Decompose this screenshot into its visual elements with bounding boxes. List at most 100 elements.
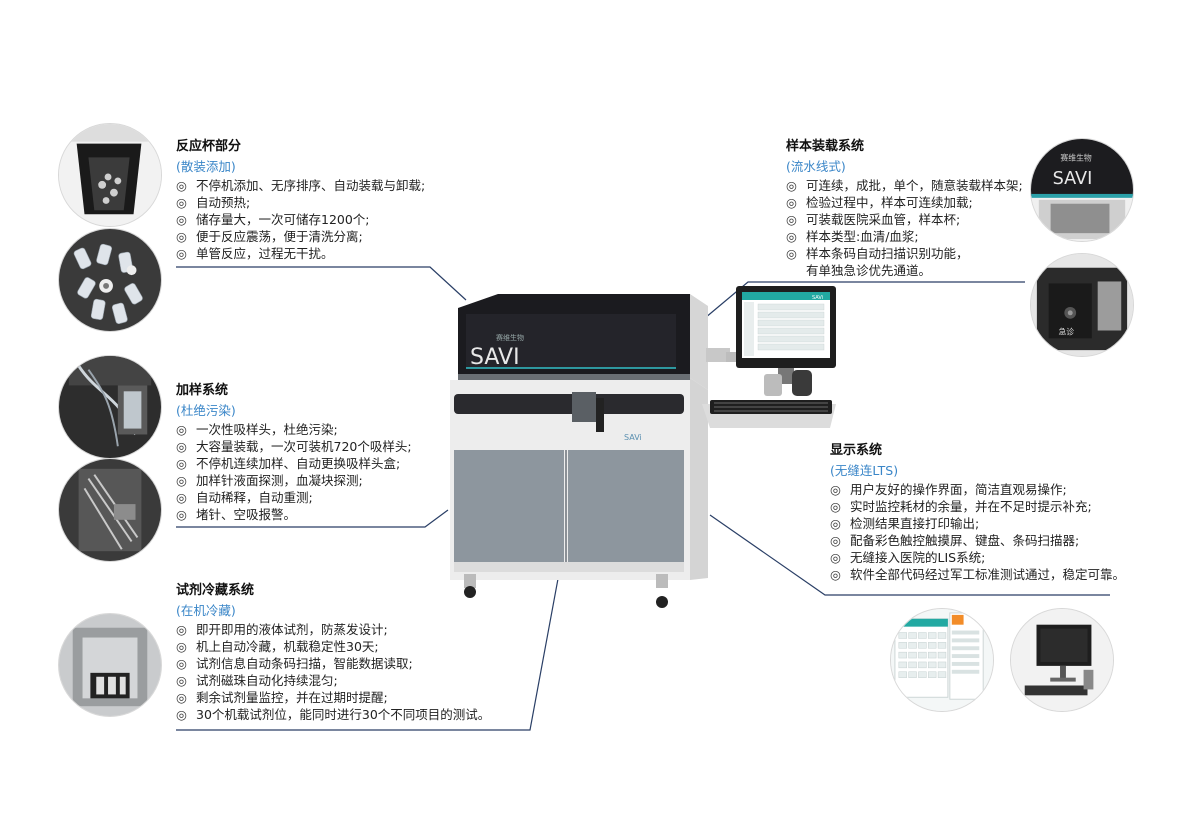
- loader-brand-en: SAVI: [1053, 169, 1093, 189]
- section-sampling: 加样系统 (杜绝污染) ◎一次性吸样头，杜绝污染; ◎大容量装载，一次可装机72…: [176, 382, 412, 523]
- touchscreen-ui-photo: [890, 608, 994, 712]
- bullet-mark: ◎: [176, 178, 187, 193]
- bullet-mark: ◎: [176, 690, 187, 705]
- section-sampling-subtitle: (杜绝污染): [176, 403, 236, 418]
- loader-brand-cn: 赛维生物: [1060, 153, 1091, 163]
- section-display-title: 显示系统: [830, 443, 883, 458]
- section-cuvette-subtitle: (散装添加): [176, 159, 236, 174]
- section-reagent-subtitle: (在机冷藏): [176, 603, 236, 618]
- list-item: ◎试剂磁珠自动化持续混匀;: [176, 673, 338, 688]
- section-cuvette-list: ◎不停机添加、无序排序、自动装载与卸载; ◎自动预热; ◎储存量大，一次可储存1…: [176, 177, 425, 262]
- list-item: ◎自动稀释，自动重测;: [176, 490, 313, 505]
- monitor-keyboard-photo: [1010, 608, 1114, 712]
- list-item: ◎检测结果直接打印输出;: [830, 516, 980, 531]
- list-item: ◎30个机载试剂位，能同时进行30个不同项目的测试。: [176, 707, 491, 722]
- section-display-list: ◎用户友好的操作界面，简洁直观易操作; ◎实时监控耗材的余量，并在不足时提示补充…: [830, 481, 1125, 583]
- urgent-channel-photo: 急诊: [1030, 253, 1134, 357]
- bullet-mark: ◎: [176, 673, 187, 688]
- bullet-mark: ◎: [830, 482, 841, 497]
- list-item: ◎实时监控耗材的余量，并在不足时提示补充;: [830, 499, 1092, 514]
- section-display-subtitle: (无缝连LTS): [830, 463, 899, 478]
- bullet-mark: ◎: [830, 567, 841, 582]
- list-item: ◎加样针液面探测，血凝块探测;: [176, 473, 363, 488]
- bullet-mark: ◎: [830, 499, 841, 514]
- section-sampling-title: 加样系统: [176, 383, 229, 398]
- list-item: ◎试剂信息自动条码扫描，智能数据读取;: [176, 656, 413, 671]
- bullet-mark: ◎: [786, 195, 797, 210]
- bullet-mark: ◎: [176, 707, 187, 722]
- section-loading-list: ◎可连续，成批，单个，随意装载样本架; ◎检验过程中，样本可连续加载; ◎可装载…: [786, 177, 1023, 279]
- list-item: ◎配备彩色触控触摸屏、键盘、条码扫描器;: [830, 533, 1080, 548]
- bullet-mark: ◎: [786, 212, 797, 227]
- callout-reagent: [176, 567, 561, 731]
- list-item-continuation: 有单独急诊优先通道。: [806, 263, 932, 278]
- sample-loader-photo: 赛维生物 SAVI: [1030, 138, 1134, 242]
- section-loading-title: 样本装载系统: [786, 139, 865, 154]
- bullet-mark: ◎: [176, 473, 187, 488]
- callout-sampling: [176, 509, 449, 528]
- section-loading: 样本装载系统 (流水线式) ◎可连续，成批，单个，随意装载样本架; ◎检验过程中…: [786, 138, 1023, 279]
- list-item: ◎储存量大，一次可储存1200个;: [176, 212, 370, 227]
- urgent-label: 急诊: [1058, 326, 1074, 336]
- bullet-mark: ◎: [786, 229, 797, 244]
- cuvette-hopper-photo: [58, 123, 162, 227]
- bullet-mark: ◎: [830, 550, 841, 565]
- list-item: ◎可装载医院采血管，样本杯;: [786, 212, 961, 227]
- section-reagent-list: ◎即开即用的液体试剂，防蒸发设计; ◎机上自动冷藏，机载稳定性30天; ◎试剂信…: [176, 621, 490, 723]
- bullet-mark: ◎: [176, 439, 187, 454]
- list-item: ◎无缝接入医院的LIS系统;: [830, 550, 986, 565]
- bullet-mark: ◎: [830, 516, 841, 531]
- bullet-mark: ◎: [176, 246, 187, 261]
- bullet-mark: ◎: [176, 507, 187, 522]
- screen-label: SAVi: [812, 295, 823, 301]
- analyzer-machine: 赛维生物 SAVI SAVi SAVi: [440, 282, 840, 612]
- list-item: ◎自动预热;: [176, 195, 251, 210]
- bullet-mark: ◎: [176, 639, 187, 654]
- list-item: ◎堵针、空吸报警。: [176, 507, 297, 522]
- list-item: ◎不停机连续加样、自动更换吸样头盒;: [176, 456, 401, 471]
- sampling-screw-photo: [58, 458, 162, 562]
- list-item: ◎样本类型:血清/血浆;: [786, 229, 919, 244]
- list-item: ◎用户友好的操作界面，简洁直观易操作;: [830, 482, 1067, 497]
- callout-cuvette: [176, 266, 467, 301]
- section-cuvette-title: 反应杯部分: [176, 139, 242, 154]
- bullet-mark: ◎: [176, 456, 187, 471]
- callout-display: [709, 514, 1110, 596]
- list-item: ◎软件全部代码经过军工标准测试通过，稳定可靠。: [830, 567, 1126, 582]
- reagent-fridge-photo: [58, 613, 162, 717]
- list-item: ◎一次性吸样头，杜绝污染;: [176, 422, 338, 437]
- section-cuvette: 反应杯部分 (散装添加) ◎不停机添加、无序排序、自动装载与卸载; ◎自动预热;…: [176, 138, 425, 262]
- list-item: ◎剩余试剂量监控，并在过期时提醒;: [176, 690, 388, 705]
- section-sampling-list: ◎一次性吸样头，杜绝污染; ◎大容量装载，一次可装机720个吸样头; ◎不停机连…: [176, 421, 412, 523]
- section-reagent-title: 试剂冷藏系统: [176, 583, 255, 598]
- bullet-mark: ◎: [176, 622, 187, 637]
- bullet-mark: ◎: [176, 422, 187, 437]
- bullet-mark: ◎: [830, 533, 841, 548]
- section-display: 显示系统 (无缝连LTS) ◎用户友好的操作界面，简洁直观易操作; ◎实时监控耗…: [830, 442, 1125, 583]
- bullet-mark: ◎: [176, 490, 187, 505]
- bullet-mark: ◎: [176, 195, 187, 210]
- front-label: SAVi: [624, 433, 642, 442]
- bullet-mark: ◎: [176, 229, 187, 244]
- list-item: ◎检验过程中，样本可连续加载;: [786, 195, 973, 210]
- section-loading-subtitle: (流水线式): [786, 159, 846, 174]
- list-item: ◎样本条码自动扫描识别功能， 有单独急诊优先通道。: [786, 245, 1023, 279]
- list-item: ◎单管反应，过程无干扰。: [176, 246, 334, 261]
- section-reagent: 试剂冷藏系统 (在机冷藏) ◎即开即用的液体试剂，防蒸发设计; ◎机上自动冷藏，…: [176, 582, 490, 723]
- bullet-mark: ◎: [176, 212, 187, 227]
- bullet-mark: ◎: [786, 246, 797, 261]
- list-item: ◎大容量装载，一次可装机720个吸样头;: [176, 439, 412, 454]
- list-item: ◎不停机添加、无序排序、自动装载与卸载;: [176, 178, 426, 193]
- hood-brand-en: SAVI: [470, 345, 520, 370]
- sampling-probe-photo: [58, 355, 162, 459]
- bullet-mark: ◎: [176, 656, 187, 671]
- cuvette-bulk-photo: [58, 228, 162, 332]
- list-item: ◎即开即用的液体试剂，防蒸发设计;: [176, 622, 388, 637]
- list-item: ◎机上自动冷藏，机载稳定性30天;: [176, 639, 379, 654]
- callout-loading: [704, 281, 1025, 319]
- list-item: ◎可连续，成批，单个，随意装载样本架;: [786, 178, 1023, 193]
- hood-brand-cn: 赛维生物: [496, 333, 524, 342]
- bullet-mark: ◎: [786, 178, 797, 193]
- list-item: ◎便于反应震荡，便于清洗分离;: [176, 229, 363, 244]
